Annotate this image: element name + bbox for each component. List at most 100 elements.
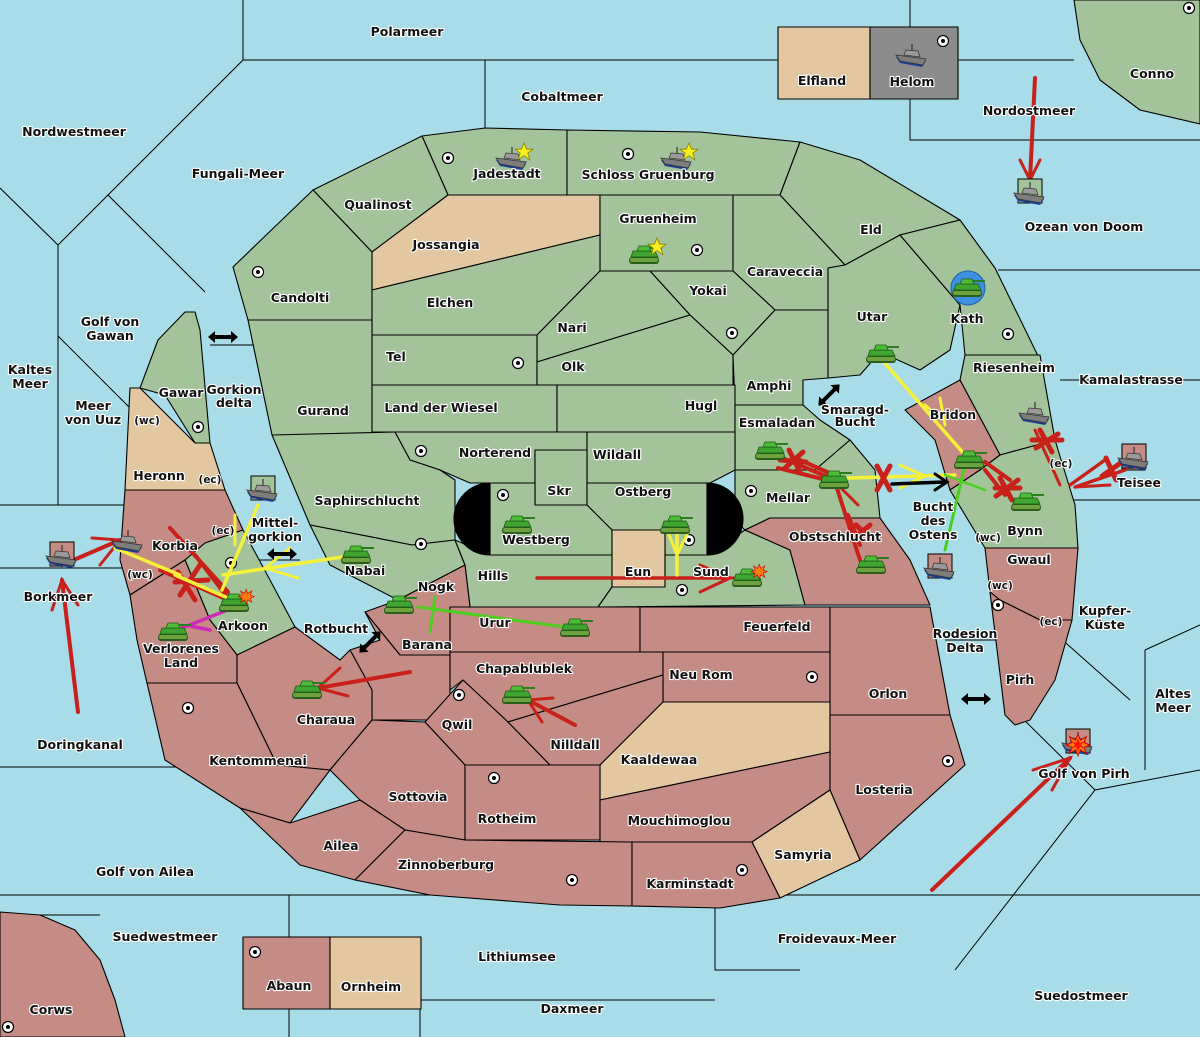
province-label-nari: Nari <box>557 320 586 335</box>
supply-center-icon <box>251 265 265 279</box>
province-label-verlorenes-land: Verlorenes <box>143 641 219 656</box>
province-label-corws: Corws <box>30 1002 73 1017</box>
province-label-conno: Conno <box>1130 66 1175 81</box>
supply-center-icon <box>191 420 205 434</box>
province-label-bridon: Bridon <box>930 407 976 422</box>
province-label-zinnoberburg: Zinnoberburg <box>398 857 494 872</box>
province-corws[interactable] <box>0 911 126 1037</box>
supply-center-icon <box>181 701 195 715</box>
province-label-gawar: Gawar <box>159 385 205 400</box>
province-label-barana: Barana <box>402 637 452 652</box>
province-label-urur: Urur <box>479 615 511 630</box>
province-label-sund: Sund <box>693 564 729 579</box>
sea-label-meer-von-uuz: Meer <box>75 398 111 413</box>
supply-center-icon <box>511 356 525 370</box>
province-label-verlorenes-land: Land <box>164 655 198 670</box>
sea-label-golf-von-gawan: Golf von <box>81 314 140 329</box>
sea-label-suedwestmeer: Suedwestmeer <box>113 929 219 944</box>
province-olk[interactable] <box>536 314 734 386</box>
sea-label-nordostmeer: Nordostmeer <box>983 103 1076 118</box>
sea-label-gorkion-delta: delta <box>216 395 252 410</box>
province-kentommenai[interactable] <box>146 682 331 824</box>
province-label-elchen: Elchen <box>427 295 474 310</box>
sea-label-golf-von-gawan: Gawan <box>86 328 134 343</box>
province-label-pirh: Pirh <box>1006 672 1035 687</box>
province-label-kath: Kath <box>951 311 984 326</box>
province-label-eun: Eun <box>625 564 651 579</box>
sea-label-ozean-von-doom: Ozean von Doom <box>1025 219 1144 234</box>
province-label-riesenheim: Riesenheim <box>973 360 1055 375</box>
province-label-land-der-wiesel: Land der Wiesel <box>384 400 497 415</box>
province-label-gruenheim: Gruenheim <box>619 211 696 226</box>
province-label-ornheim: Ornheim <box>341 979 401 994</box>
supply-center-icon <box>1001 327 1015 341</box>
supply-center-icon <box>565 873 579 887</box>
supply-center-icon <box>496 488 510 502</box>
province-elfland[interactable] <box>777 26 871 100</box>
sea-label-cobaltmeer: Cobaltmeer <box>521 89 603 104</box>
fleet-unit-bucht-des-ostens[interactable] <box>923 553 955 581</box>
sea-label-smaragd-bucht: Smaragd- <box>821 402 889 417</box>
fleet-unit-ozean-von-doom[interactable] <box>1013 178 1045 206</box>
province-label-saphirschlucht: Saphirschlucht <box>315 493 420 508</box>
province-obstschlucht[interactable] <box>744 517 931 606</box>
province-conno[interactable] <box>1073 0 1200 125</box>
supply-center-icon <box>805 670 819 684</box>
sea-label-fungali-meer: Fungali-Meer <box>192 166 285 181</box>
sea-label-mittel-gorkion: Mittel- <box>252 515 299 530</box>
coast-tag: (ec) <box>1040 616 1063 628</box>
province-pirh[interactable] <box>989 591 1073 726</box>
province-label-samyria: Samyria <box>774 847 832 862</box>
supply-center-icon <box>248 945 262 959</box>
province-label-gurand: Gurand <box>297 403 349 418</box>
supply-center-icon <box>414 444 428 458</box>
province-label-karminstadt: Karminstadt <box>646 876 733 891</box>
province-label-amphi: Amphi <box>747 378 792 393</box>
province-ornheim[interactable] <box>329 936 422 1010</box>
province-label-candolti: Candolti <box>271 290 330 305</box>
fleet-unit-mittel-gorkion[interactable] <box>246 475 278 503</box>
fleet-unit-teisee[interactable] <box>1117 443 1149 471</box>
sea-label-altes-meer: Meer <box>1155 700 1191 715</box>
province-gruenheim[interactable] <box>599 194 734 272</box>
province-label-hills: Hills <box>478 568 509 583</box>
province-label-norterend: Norterend <box>459 445 531 460</box>
province-karminstadt[interactable] <box>631 841 781 909</box>
sea-label-altes-meer: Altes <box>1155 686 1191 701</box>
province-gawar[interactable] <box>139 311 211 444</box>
supply-center-icon <box>744 484 758 498</box>
fleet-unit-golf-von-pirh[interactable] <box>1061 728 1093 757</box>
province-label-kaaldewaa: Kaaldewaa <box>621 752 698 767</box>
province-label-losteria: Losteria <box>855 782 912 797</box>
sea-label-meer-von-uuz: von Uuz <box>65 412 121 427</box>
province-label-nogk: Nogk <box>418 579 455 594</box>
province-rotheim[interactable] <box>464 764 601 841</box>
fleet-unit-borkmeer[interactable] <box>45 541 77 569</box>
province-label-neu-rom: Neu Rom <box>669 667 732 682</box>
supply-center-icon <box>725 326 739 340</box>
province-utar[interactable] <box>827 234 961 379</box>
army-unit-kath[interactable] <box>950 270 986 306</box>
province-label-eld: Eld <box>860 222 882 237</box>
supply-center-icon <box>414 537 428 551</box>
sea-label-mittel-gorkion: gorkion <box>248 529 302 544</box>
province-candolti[interactable] <box>232 189 373 321</box>
sea-label-kupfer-k-ste: Küste <box>1085 617 1125 632</box>
supply-center-icon <box>621 147 635 161</box>
sea-label-golf-von-pirh: Golf von Pirh <box>1038 766 1129 781</box>
sea-label-bucht-des-ostens: Bucht <box>913 499 954 514</box>
province-label-schloss-gruenburg: Schloss Gruenburg <box>581 167 714 182</box>
province-label-elfland: Elfland <box>798 73 846 88</box>
province-label-qualinost: Qualinost <box>344 197 411 212</box>
sea-label-kaltes-meer: Meer <box>12 376 48 391</box>
sea-label-kaltes-meer: Kaltes <box>8 362 52 377</box>
coast-tag: (wc) <box>127 569 153 581</box>
sea-label-bucht-des-ostens: des <box>921 513 946 528</box>
supply-center-icon <box>991 598 1005 612</box>
coast-tag: (wc) <box>987 580 1013 592</box>
sea-label-froidevaux-meer: Froidevaux-Meer <box>778 931 897 946</box>
province-label-arkoon: Arkoon <box>218 618 268 633</box>
